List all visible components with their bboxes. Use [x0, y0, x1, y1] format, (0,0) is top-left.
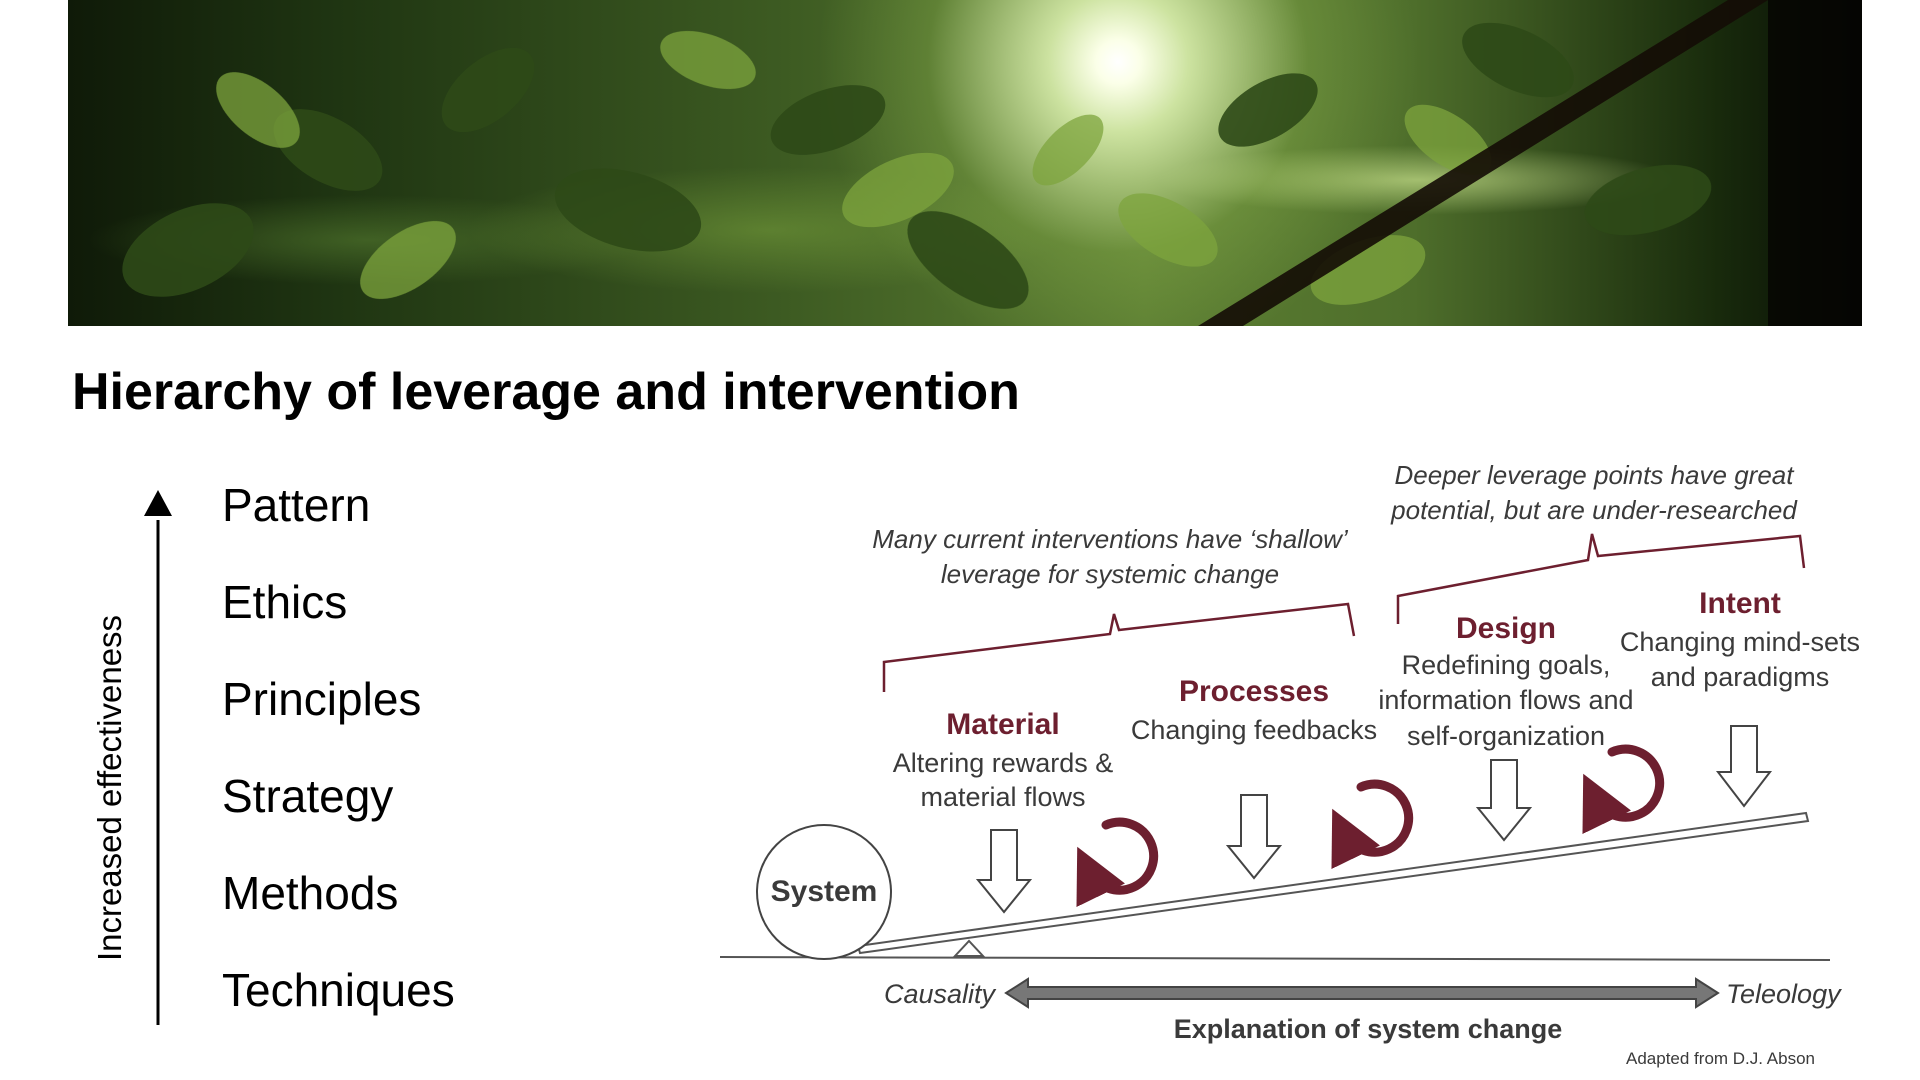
feedback-loops: [1076, 744, 1665, 908]
page-title: Hierarchy of leverage and intervention: [72, 363, 1020, 421]
processes-desc-line-1: Changing feedbacks: [1131, 715, 1377, 745]
deep-note-line-2: potential, but are under-researched: [1390, 495, 1798, 525]
leaves-banner-image: [68, 0, 1862, 326]
design-desc-line-1: Redefining goals,: [1402, 650, 1611, 680]
material-desc-line-1: Altering rewards &: [893, 748, 1114, 778]
processes-down-arrow: [1225, 794, 1283, 880]
design-down-arrow: [1475, 759, 1533, 842]
hierarchy-item-ethics: Ethics: [222, 576, 348, 628]
design-desc-line-2: information flows and: [1378, 685, 1633, 715]
design-desc-line-3: self-organization: [1407, 721, 1605, 751]
credit-text: Adapted from D.J. Abson: [1626, 1049, 1815, 1068]
teleology-label: Teleology: [1726, 979, 1842, 1009]
down-arrows: [975, 725, 1773, 914]
ground-line: [719, 956, 1831, 961]
intent-desc-line-1: Changing mind-sets: [1620, 627, 1860, 657]
hierarchy-item-principles: Principles: [222, 673, 422, 725]
intent-down-arrow: [1715, 725, 1773, 808]
feedback-loop-icon-3: [1582, 744, 1665, 835]
hierarchy-item-pattern: Pattern: [222, 479, 371, 531]
deep-note-line-1: Deeper leverage points have great: [1395, 460, 1796, 490]
lever-plank: [856, 811, 1810, 955]
shallow-brace: [882, 602, 1356, 692]
feedback-loop-icon-2: [1331, 779, 1414, 870]
processes-title: Processes: [1179, 675, 1329, 708]
effectiveness-arrow: [144, 490, 172, 1025]
hierarchy-item-methods: Methods: [222, 867, 399, 919]
material-title: Material: [946, 708, 1059, 741]
fulcrum-triangle: [952, 939, 986, 957]
intent-title: Intent: [1699, 587, 1781, 620]
braces: [882, 533, 1806, 692]
feedback-loop-icon-1: [1076, 817, 1159, 908]
material-desc-line-2: material flows: [920, 782, 1085, 812]
explanation-axis-arrow: [1004, 977, 1720, 1009]
shallow-note-line-1: Many current interventions have ‘shallow…: [872, 524, 1349, 554]
deep-brace: [1396, 533, 1806, 624]
system-circle: [756, 824, 892, 960]
shallow-note-line-2: leverage for systemic change: [941, 559, 1279, 589]
intent-desc-line-2: and paradigms: [1651, 662, 1830, 692]
causality-label: Causality: [884, 979, 997, 1009]
hierarchy-item-techniques: Techniques: [222, 964, 455, 1016]
design-title: Design: [1456, 612, 1556, 645]
hierarchy-item-strategy: Strategy: [222, 770, 394, 822]
system-label: System: [771, 875, 878, 908]
material-down-arrow: [975, 829, 1033, 914]
explanation-axis-caption: Explanation of system change: [1174, 1014, 1563, 1044]
